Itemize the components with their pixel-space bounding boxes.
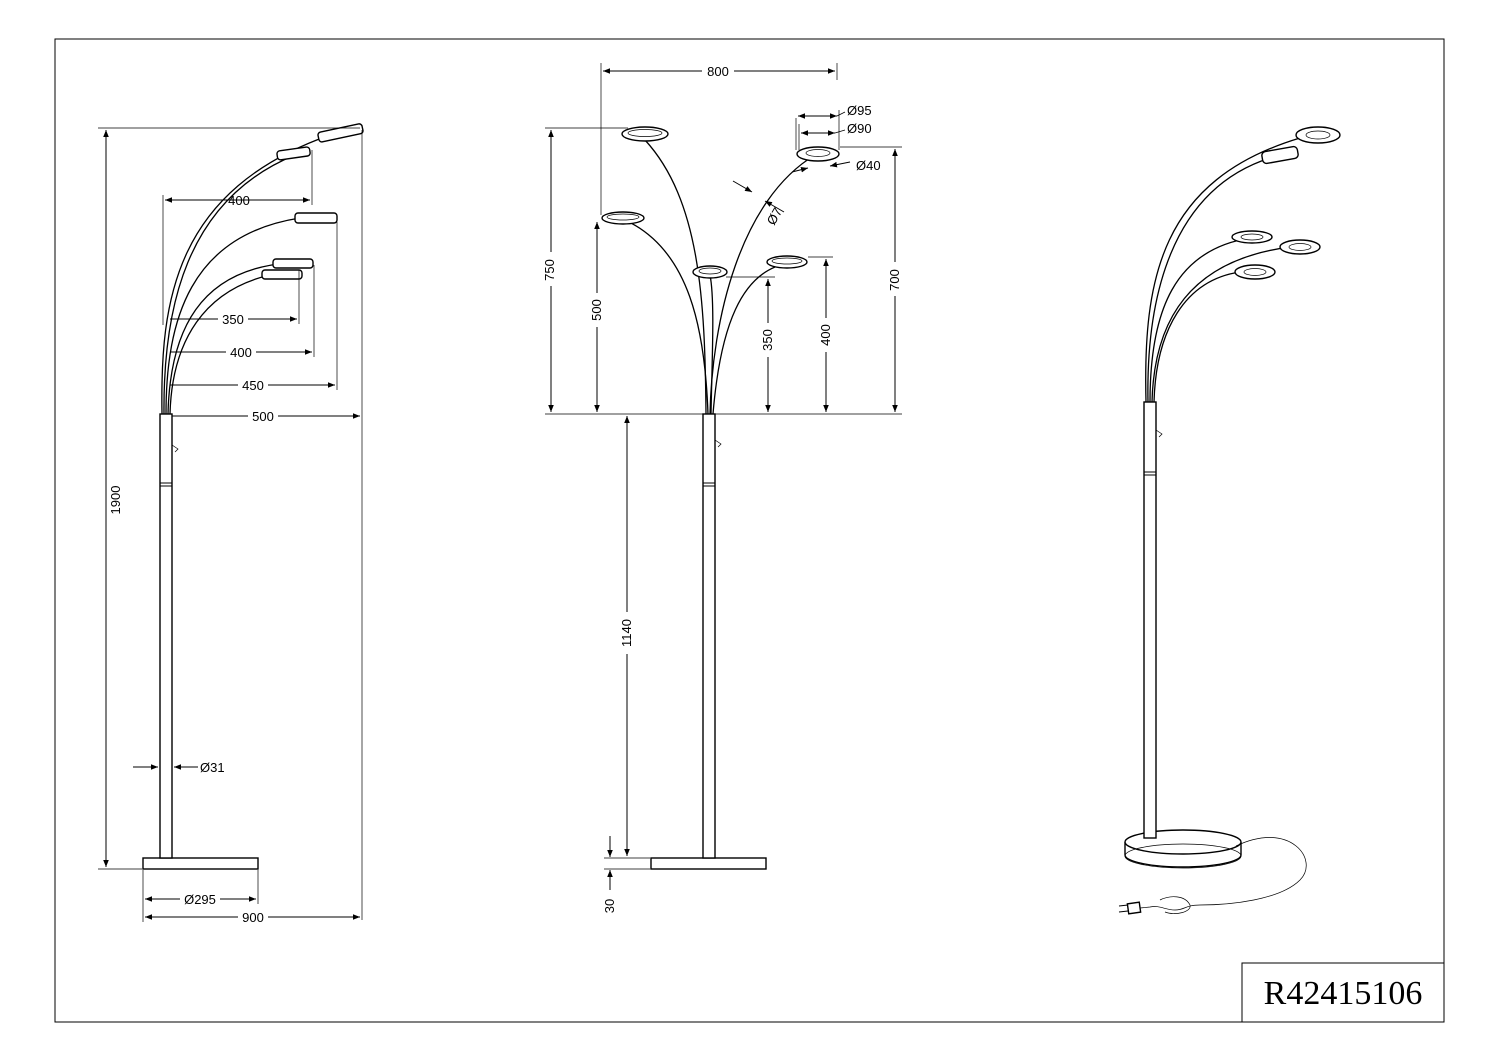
dim-pole-diameter: Ø31 <box>200 760 225 775</box>
dim-head-outer: Ø95 <box>847 103 872 118</box>
side-head-1 <box>317 123 364 143</box>
power-cord <box>1139 837 1307 911</box>
dim-arms-height-400: 400 <box>818 324 833 346</box>
side-pole <box>159 413 173 859</box>
dim-reach-350: 350 <box>222 312 244 327</box>
dim-head-inner: Ø90 <box>847 121 872 136</box>
model-code-box <box>1241 962 1445 1023</box>
dim-base-width: 900 <box>242 910 264 925</box>
perspective-view <box>1118 126 1341 915</box>
dim-arms-height-350: 350 <box>760 329 775 351</box>
side-head-5 <box>261 269 303 280</box>
sheet-border <box>54 38 1445 1023</box>
perspective-head-4 <box>1279 239 1321 255</box>
dim-arms-height-500: 500 <box>589 299 604 321</box>
dim-span-width: 800 <box>707 64 729 79</box>
perspective-head-3 <box>1231 230 1273 244</box>
dim-arms-height-700: 700 <box>887 269 902 291</box>
perspective-arms <box>1145 137 1301 403</box>
dim-reach-arm-top: 400 <box>228 193 250 208</box>
front-head-2 <box>796 146 840 162</box>
front-pole <box>702 413 716 859</box>
side-arms <box>161 134 331 415</box>
dim-pole-height: 1140 <box>619 619 634 647</box>
model-code: R42415106 <box>1264 975 1423 1012</box>
perspective-head-1 <box>1295 126 1341 144</box>
side-head-2 <box>276 146 311 161</box>
dim-reach-450: 450 <box>242 378 264 393</box>
perspective-pole <box>1143 401 1157 839</box>
side-head-4 <box>272 258 314 269</box>
perspective-head-2 <box>1261 145 1299 165</box>
dim-reach-500: 500 <box>252 409 274 424</box>
dim-base-diameter: Ø295 <box>184 892 216 907</box>
dim-arm-tube: Ø7 <box>764 205 786 228</box>
front-view: 800 Ø95 Ø90 Ø40 Ø7 750 500 350 <box>540 63 902 913</box>
perspective-head-5 <box>1234 264 1276 280</box>
plug-icon <box>1126 901 1142 915</box>
front-base <box>650 857 767 870</box>
side-head-3 <box>294 212 338 224</box>
dim-height-total: 1900 <box>108 486 123 515</box>
dim-arms-height-750: 750 <box>542 259 557 281</box>
side-view: 1900 400 350 400 450 500 Ø31 <box>98 123 364 925</box>
front-arms <box>624 139 816 415</box>
dim-head-hole: Ø40 <box>856 158 881 173</box>
side-base <box>142 857 259 870</box>
perspective-base <box>1124 829 1242 855</box>
dim-base-height: 30 <box>602 899 617 913</box>
dim-reach-400: 400 <box>230 345 252 360</box>
